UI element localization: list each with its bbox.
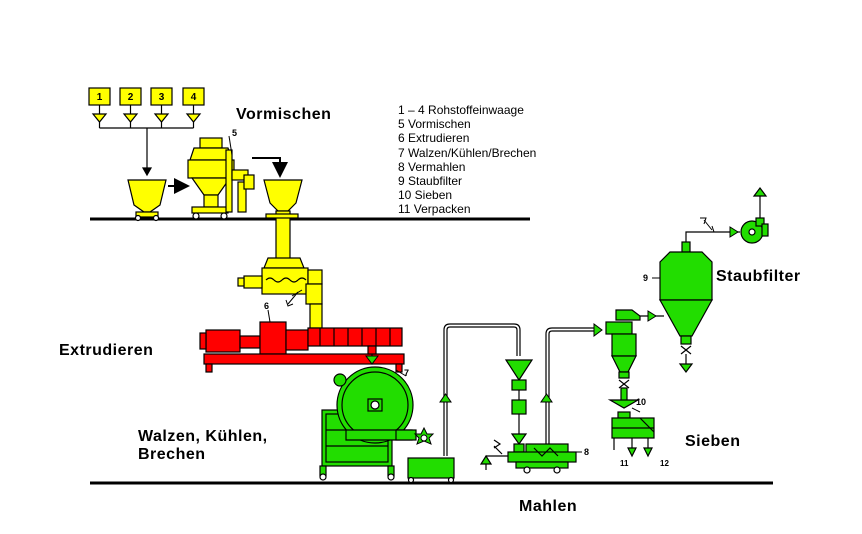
premixer xyxy=(187,137,255,220)
raw-material-scales xyxy=(88,87,205,177)
legend-item: 6 Extrudieren xyxy=(398,131,470,146)
legend-item: 11 Verpacken xyxy=(398,202,471,217)
scale-1-number: 1 xyxy=(97,92,103,103)
extruder-feed-hopper xyxy=(263,179,303,262)
stage-label-walzen-line1: Walzen, Kühlen, xyxy=(138,428,268,445)
dust-filter xyxy=(658,241,714,373)
premix-hopper xyxy=(127,179,167,222)
legend-item: 10 Sieben xyxy=(398,188,453,203)
feeder-vent-arrow xyxy=(285,289,303,307)
scale-2-number: 2 xyxy=(128,92,134,103)
extruder-feeder-screw xyxy=(237,257,323,329)
sieve-callout: 10 xyxy=(636,397,646,407)
mill xyxy=(507,443,577,474)
filter-vent-arrow xyxy=(700,217,715,233)
stage-label-extrudieren: Extrudieren xyxy=(59,342,154,359)
process-legend: 1 – 4 Rohstoffeinwaage 5 Vormischen 6 Ex… xyxy=(398,103,536,217)
mill-infeed-hopper xyxy=(504,359,534,453)
conveying-pipe-1 xyxy=(443,323,521,456)
legend-item: 1 – 4 Rohstoffeinwaage xyxy=(398,103,524,117)
stage-label-walzen-line2: Brechen xyxy=(138,446,206,463)
legend-item: 9 Staubfilter xyxy=(398,174,463,189)
extruder-callout: 6 xyxy=(264,301,269,311)
outlet-11-callout: 11 xyxy=(620,459,629,468)
legend-item: 7 Walzen/Kühlen/Brechen xyxy=(398,145,537,160)
mill-air-inlet xyxy=(479,439,508,470)
stage-label-sieben: Sieben xyxy=(685,433,741,450)
cooling-roller-callout: 7 xyxy=(404,368,409,378)
cyclone-separator xyxy=(605,309,641,403)
scale-3-number: 3 xyxy=(159,92,165,103)
mixer-callout: 5 xyxy=(232,128,237,138)
exhaust-fan xyxy=(740,187,769,244)
filter-callout: 9 xyxy=(643,273,648,283)
scale-4-number: 4 xyxy=(191,92,197,103)
crusher-breaker xyxy=(413,426,435,445)
extruder xyxy=(199,321,405,373)
legend-item: 5 Vormischen xyxy=(398,117,471,132)
stage-label-mahlen: Mahlen xyxy=(519,498,578,515)
outlet-12-callout: 12 xyxy=(660,459,669,468)
legend-item: 8 Vermahlen xyxy=(398,159,466,174)
exhaust-pipe xyxy=(685,231,740,242)
conveying-pipe-2 xyxy=(545,327,598,444)
sieve xyxy=(607,399,655,458)
stage-label-staubfilter: Staubfilter xyxy=(716,268,801,285)
stage-label-vormischen: Vormischen xyxy=(236,106,332,123)
mill-callout: 8 xyxy=(584,447,589,457)
cooling-roller-unit xyxy=(319,366,417,481)
collection-tray xyxy=(407,457,455,484)
